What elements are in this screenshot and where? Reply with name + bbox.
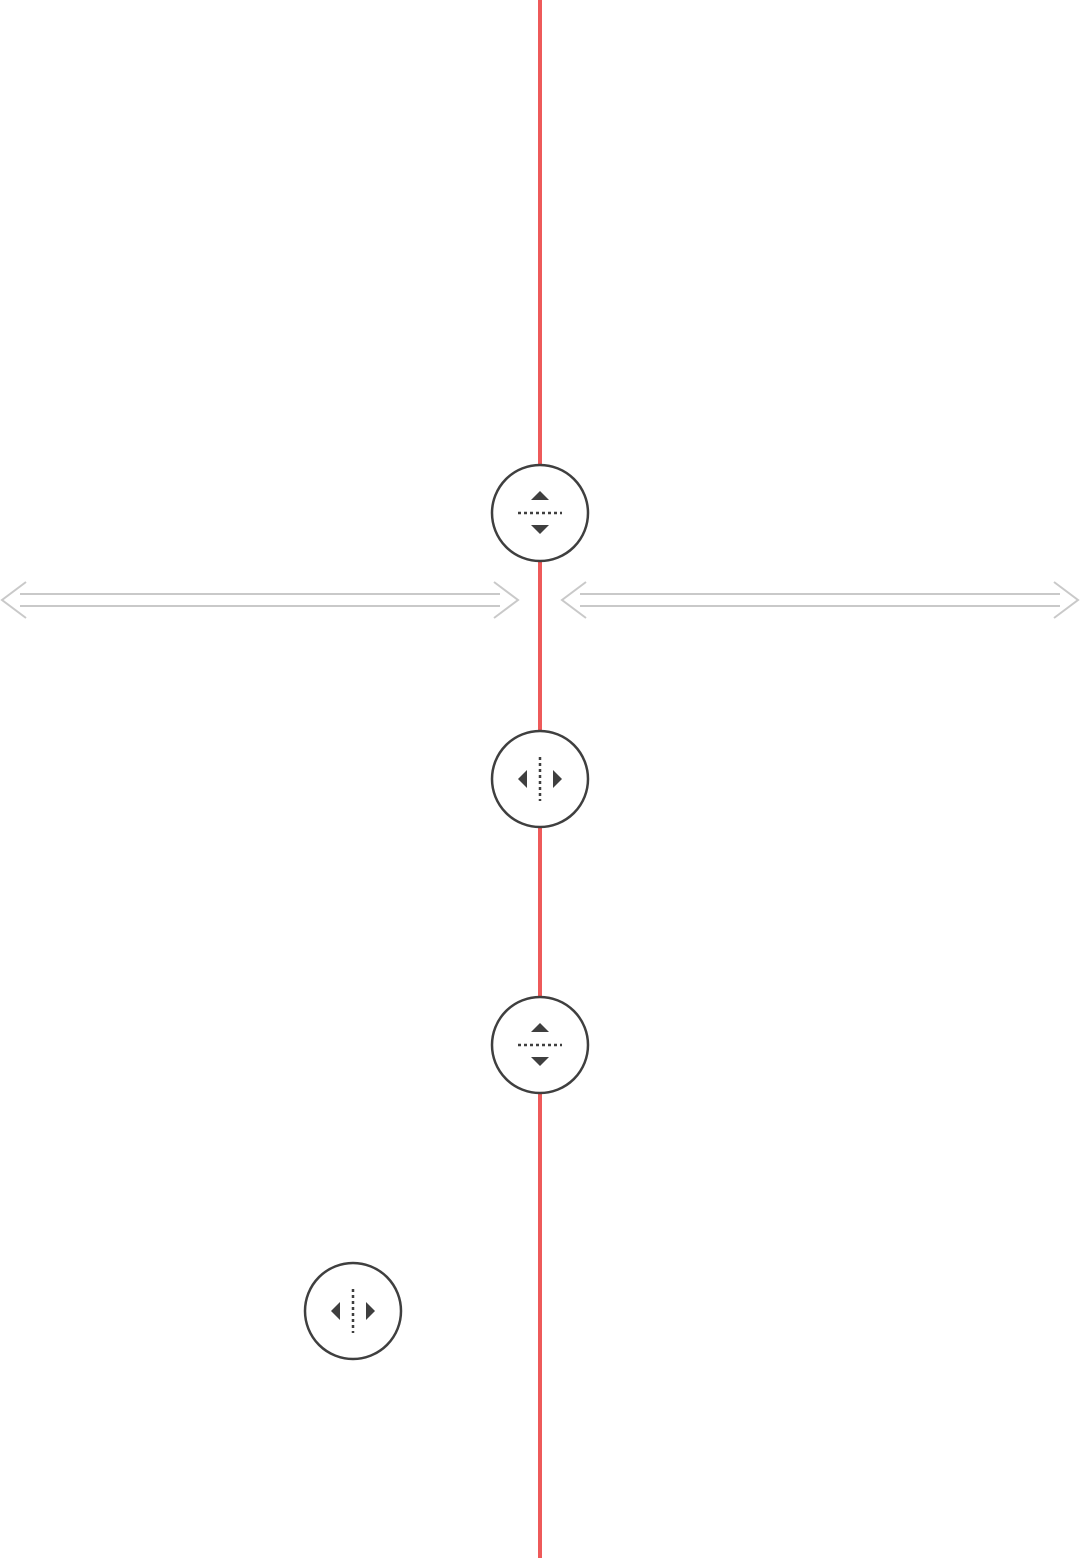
right-pane-width-arrow-icon bbox=[560, 581, 1080, 619]
resize-horizontal-icon bbox=[518, 757, 562, 801]
resize-handle-vertical-1[interactable] bbox=[490, 463, 590, 563]
resize-handle-vertical-2[interactable] bbox=[490, 995, 590, 1095]
resize-vertical-icon bbox=[518, 491, 562, 534]
resize-handle-horizontal-1[interactable] bbox=[490, 729, 590, 829]
left-pane-width-arrow-icon bbox=[0, 581, 520, 619]
resize-handle-horizontal-2[interactable] bbox=[303, 1261, 403, 1361]
resize-horizontal-icon bbox=[331, 1289, 375, 1333]
resize-vertical-icon bbox=[518, 1023, 562, 1066]
